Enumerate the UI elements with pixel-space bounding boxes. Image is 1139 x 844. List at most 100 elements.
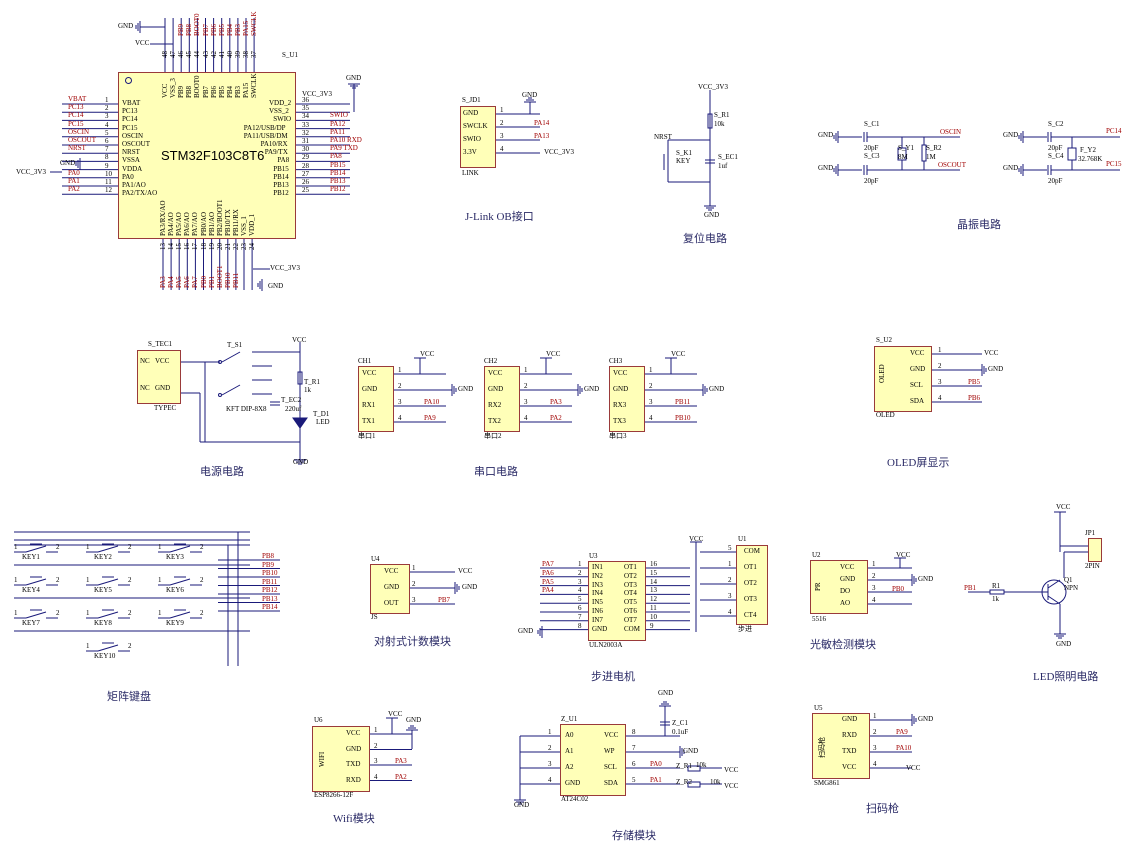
- mcu-net-label: PA7: [191, 276, 200, 288]
- mcu-pin-number: 17: [191, 243, 200, 250]
- mcu-net-gnd-top: GND: [118, 22, 134, 30]
- mcu-pin-name: VDDA: [122, 164, 143, 173]
- keypad-pin-number: 2: [56, 576, 60, 584]
- serial-pin-number: 3: [649, 398, 653, 406]
- jlink-net-label: VCC_3V3: [544, 148, 574, 156]
- wifi-module[interactable]: WIFI: [312, 726, 370, 792]
- keypad-pin-number: 2: [128, 576, 132, 584]
- stepper-driver-chip[interactable]: [588, 561, 646, 641]
- mcu-net-vcc-top: VCC: [135, 39, 150, 47]
- serial-net-label: PB11: [675, 398, 691, 406]
- keypad-pin-number: 2: [128, 543, 132, 551]
- keypad-net-label: PB11: [262, 577, 278, 586]
- mcu-pin-number: 25: [302, 186, 309, 195]
- mcu-pin-number: 23: [240, 243, 248, 250]
- serial-pin-number: 4: [524, 414, 528, 422]
- stepper-pin-number: 5: [728, 544, 732, 552]
- wifi-pin-number: 4: [374, 772, 378, 781]
- jlink-ref: S_JD1: [462, 96, 481, 104]
- serial-module-ch3[interactable]: [609, 366, 645, 432]
- mcu-pin-number: 31: [302, 137, 309, 145]
- led-transistor-type: NPN: [1064, 584, 1079, 592]
- crystal-c4-value: 20pF: [1048, 177, 1063, 185]
- power-led-symbol: [292, 417, 308, 429]
- scanner-net-label: PA9: [896, 728, 908, 736]
- storage-ref: Z_U1: [561, 715, 578, 723]
- jlink-pin-name: GND: [463, 109, 479, 117]
- light-pin-number: 1: [872, 560, 876, 568]
- counter-vcc-label: VCC: [458, 567, 473, 575]
- mcu-body[interactable]: STM32F103C8T6: [118, 72, 296, 239]
- keypad-pin-number: 1: [86, 576, 90, 584]
- serial-net-label: PA2: [550, 414, 562, 422]
- power-typec-connector[interactable]: [137, 350, 181, 404]
- serial-net-label: PA3: [550, 398, 562, 406]
- stepper-pin-name: IN7: [592, 615, 603, 624]
- keypad-key-3: [169, 545, 191, 553]
- mcu-net-label: PB15: [330, 160, 346, 169]
- scanner-pin-name: RXD: [842, 731, 857, 739]
- keypad-pin-number: 2: [56, 543, 60, 551]
- crystal-oscout-label: OSCOUT: [938, 161, 967, 169]
- light-pin-name: GND: [840, 575, 856, 583]
- jlink-gnd-label: GND: [522, 91, 538, 99]
- stepper-pin-name: IN4: [592, 589, 603, 598]
- keypad-net-label: PB10: [262, 569, 278, 577]
- counter-pin-number: 1: [412, 564, 416, 572]
- keypad-pin-number: 2: [128, 609, 132, 617]
- light-sensor-module[interactable]: PR: [810, 560, 868, 614]
- reset-resistor-value: 10k: [714, 120, 725, 128]
- stepper-motor[interactable]: [736, 545, 768, 625]
- keypad-pin-number: 1: [14, 609, 18, 617]
- serial-module-ch1[interactable]: [358, 366, 394, 432]
- wifi-pin-number: 3: [374, 757, 378, 765]
- mcu-net-label: PA15: [242, 20, 250, 36]
- crystal-c2-ref: S_C2: [1048, 120, 1064, 128]
- scanner-ref: U5: [814, 704, 823, 712]
- mcu-part-name: STM32F103C8T6: [161, 148, 265, 163]
- serial-pin-number: 2: [649, 382, 653, 390]
- mcu-pin-number: 41: [217, 51, 226, 58]
- serial-pin-number: 1: [524, 366, 528, 374]
- reset-resistor-ref: S_R1: [714, 111, 730, 119]
- storage-eeprom-chip[interactable]: [560, 724, 626, 796]
- stepper-pin-name: COM: [624, 624, 640, 633]
- mcu-pin-number: 33: [302, 120, 309, 129]
- storage-vcc-2: VCC: [724, 782, 739, 790]
- storage-pin-number: 3: [548, 760, 552, 768]
- counter-ref: U4: [371, 555, 380, 563]
- counter-section-title: 对射式计数模块: [374, 636, 451, 648]
- mcu-net-label: PB4: [225, 23, 234, 36]
- serial-module-ch2[interactable]: [484, 366, 520, 432]
- keypad-pin-number: 2: [128, 642, 132, 650]
- keypad-section-title: 矩阵键盘: [107, 691, 151, 703]
- led-transistor-e: [1047, 595, 1061, 605]
- led-jumper[interactable]: [1088, 538, 1102, 562]
- stepper-pin-number: 12: [650, 595, 657, 604]
- power-section-title: 电源电路: [200, 466, 244, 478]
- oled-pin-name: VCC: [910, 349, 925, 357]
- reset-vcc-label: VCC_3V3: [698, 83, 728, 91]
- crystal-y1: [897, 147, 907, 161]
- storage-pin-number: 8: [632, 728, 636, 736]
- stepper-pin-name: OT6: [624, 607, 637, 615]
- led-resistor-ref: R1: [992, 582, 1001, 590]
- keypad-net-label: PB8: [262, 552, 275, 560]
- crystal-y1-value: 8M: [898, 153, 908, 161]
- mcu-pin-number: 7: [105, 145, 109, 154]
- stepper-driver-ref: U3: [589, 552, 598, 560]
- mcu-pin-number: 38: [242, 51, 250, 58]
- crystal-gnd-4: GND: [1003, 164, 1019, 172]
- wifi-body-text: WIFI: [318, 751, 326, 767]
- jlink-connector[interactable]: [460, 106, 496, 168]
- power-switch-lever: [221, 351, 241, 363]
- counter-module[interactable]: [370, 564, 410, 614]
- stepper-pin-number: 3: [728, 592, 732, 600]
- scanner-module[interactable]: 扫码枪: [812, 713, 870, 779]
- oled-ref: S_U2: [876, 336, 892, 344]
- scanner-vcc-label: VCC: [906, 764, 921, 772]
- oled-module[interactable]: OLED: [874, 346, 932, 412]
- crystal-c1-value: 20pF: [864, 144, 879, 152]
- stepper-section-title: 步进电机: [591, 671, 635, 683]
- storage-pin-name: GND: [565, 779, 581, 787]
